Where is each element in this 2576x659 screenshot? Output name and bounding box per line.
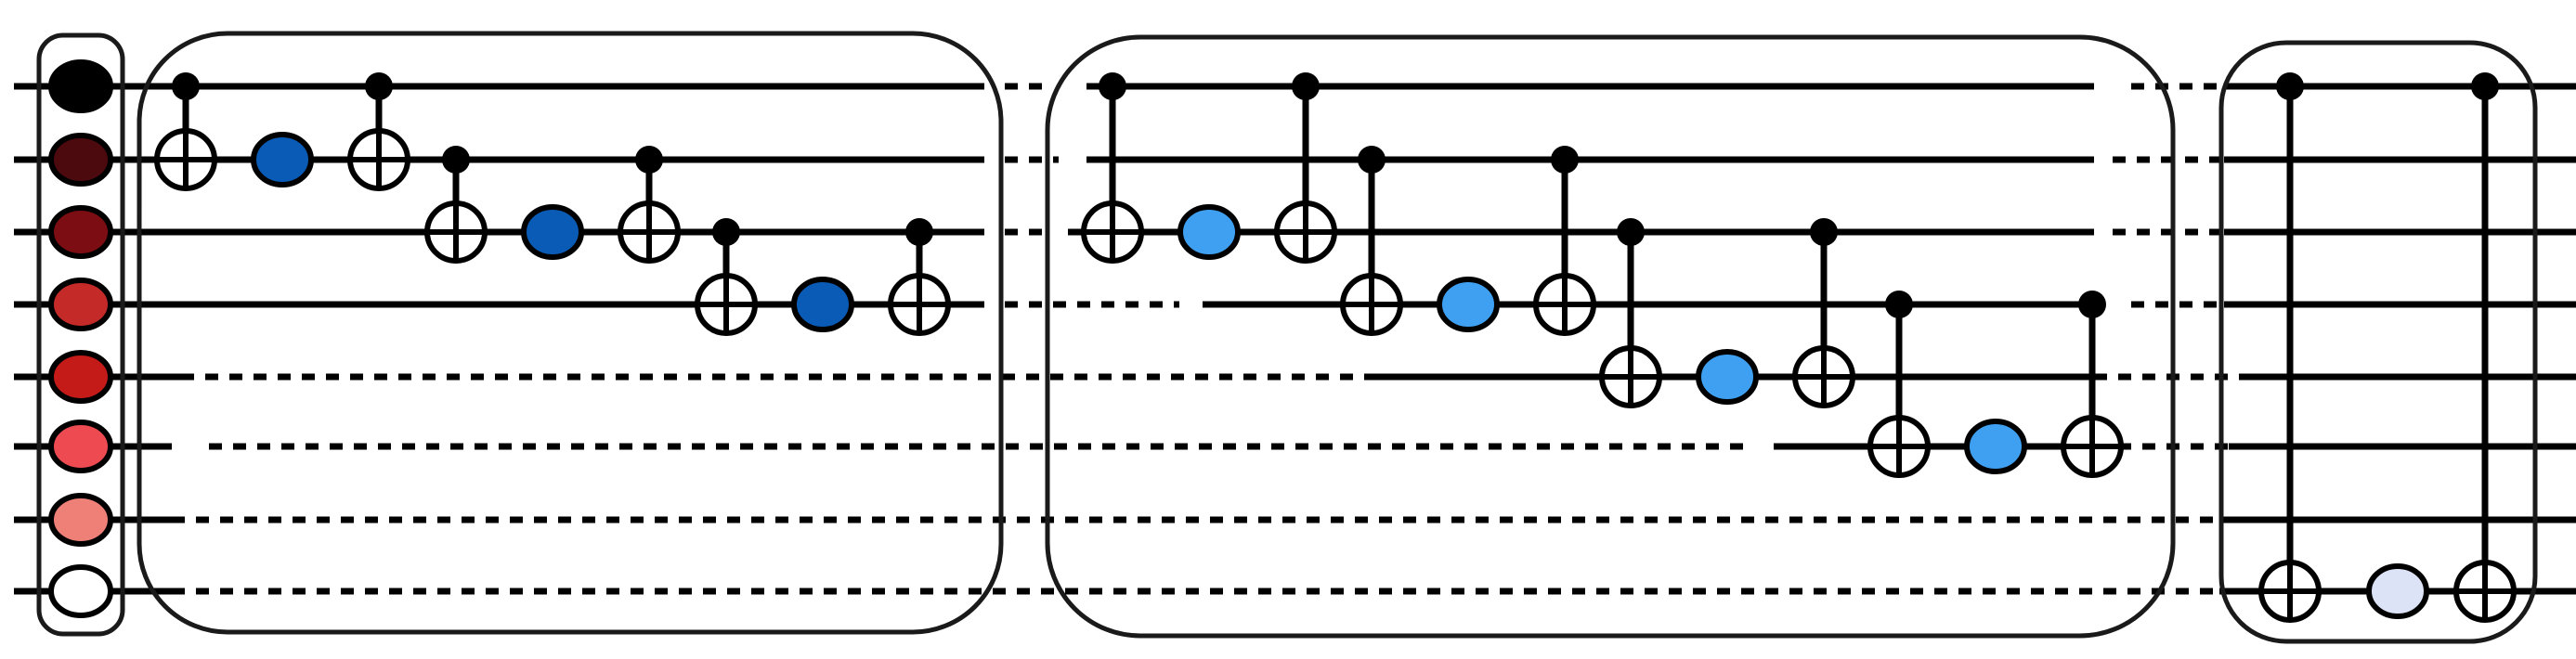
block-1-cnot2-control-b — [905, 218, 933, 246]
qubit-markers — [48, 59, 113, 618]
block-2-cnot3-control-b — [2078, 291, 2106, 318]
block-1-cnot2-target-b — [888, 273, 951, 336]
gates — [154, 72, 2517, 623]
block-1-cnot1-control-a — [442, 146, 470, 174]
block-2-cnot1-target-b — [1533, 273, 1596, 336]
block-2-cnot0-rotation-gate — [1177, 204, 1241, 260]
block-1-cnot2-target-a — [695, 273, 758, 336]
block-1-cnot2-control-a — [712, 218, 740, 246]
block-2-cnot1-rotation-gate — [1437, 277, 1500, 332]
block-2-cnot2-control-b — [1810, 218, 1838, 246]
qubit-marker-2 — [48, 205, 113, 259]
qubit-marker-frame — [36, 32, 125, 637]
block-3-cnot0-target-a — [2258, 560, 2322, 623]
block-3-cnot0-control-a — [2276, 72, 2304, 100]
block-2-cnot1-control-b — [1551, 146, 1579, 174]
block-1-cnot1-control-b — [635, 146, 663, 174]
block-3-frame — [2218, 40, 2538, 644]
qubit-marker-7 — [48, 564, 113, 618]
block-1-cnot1-target-a — [424, 200, 488, 264]
block-2-cnot3-control-a — [1885, 291, 1913, 318]
qubit-marker-0 — [48, 59, 113, 113]
block-2-cnot0-target-b — [1274, 200, 1337, 264]
block-2-cnot1-control-a — [1358, 146, 1386, 174]
block-2-cnot3-target-b — [2061, 415, 2124, 478]
block-2-cnot3-target-a — [1867, 415, 1931, 478]
qubit-marker-1 — [48, 133, 113, 187]
block-2-cnot2-control-a — [1617, 218, 1645, 246]
block-1-cnot0-control-a — [172, 72, 200, 100]
block-2-cnot0-control-b — [1292, 72, 1320, 100]
qubit-marker-4 — [48, 350, 113, 404]
block-3-cnot0-rotation-gate — [2366, 563, 2429, 619]
block-2-cnot1-target-a — [1340, 273, 1403, 336]
block-2-cnot2-target-a — [1599, 345, 1662, 408]
block-1-cnot1-target-b — [618, 200, 681, 264]
block-2-cnot2-rotation-gate — [1696, 349, 1759, 405]
qubit-marker-3 — [48, 278, 113, 331]
block-1-cnot1-rotation-gate — [521, 204, 584, 260]
block-frames — [36, 31, 2538, 644]
block-1-cnot2-rotation-gate — [791, 277, 854, 332]
block-2-frame — [1045, 34, 2176, 639]
block-1-cnot0-target-b — [347, 128, 410, 191]
qubit-marker-5 — [48, 420, 113, 473]
block-1-cnot0-rotation-gate — [251, 132, 314, 187]
block-3-cnot0-target-b — [2453, 560, 2517, 623]
block-2-cnot3-rotation-gate — [1964, 419, 2027, 474]
block-1-cnot0-control-b — [365, 72, 393, 100]
block-3-cnot0-control-b — [2471, 72, 2499, 100]
block-2-cnot2-target-b — [1792, 345, 1855, 408]
block-2-cnot0-target-a — [1081, 200, 1144, 264]
block-2-cnot0-control-a — [1099, 72, 1126, 100]
qubit-marker-6 — [48, 493, 113, 547]
block-1-frame — [137, 31, 1004, 635]
block-1-cnot0-target-a — [154, 128, 217, 191]
